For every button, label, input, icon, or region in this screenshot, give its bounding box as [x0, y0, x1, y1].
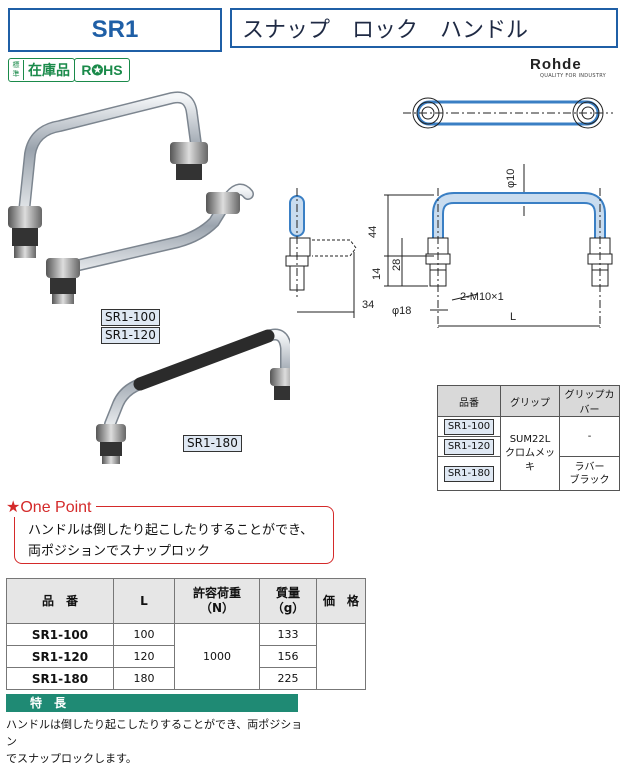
features-text: ハンドルは倒したり起こしたりすることができ、両ポジション でスナップロックします…	[6, 716, 306, 767]
stock-prefix-1: 標	[12, 61, 20, 69]
rohs-badge: R✪HS	[74, 58, 130, 82]
stock-badge: 標 準 在庫品	[8, 58, 75, 82]
spec-grip-finish: クロムメッキ	[505, 447, 555, 473]
photo-label-sr1-100: SR1-100	[101, 309, 160, 326]
col-load-unit: （N）	[199, 601, 235, 615]
one-point-line-2: 両ポジションでスナップロック	[28, 544, 211, 559]
spec-cover-rubber: ラバー ブラック	[559, 456, 620, 491]
one-point-line-1: ハンドルは倒したり起こしたりすることができ、	[28, 523, 314, 538]
photo-label-sr1-120: SR1-120	[101, 327, 160, 344]
row-mass: 133	[259, 623, 317, 646]
row-model: SR1-100	[6, 623, 114, 646]
table-row: SR1-100 100 1000 133	[6, 623, 366, 690]
table-row: SR1-180 180 225	[6, 667, 366, 690]
dim-diameter-top: φ10	[505, 169, 517, 188]
technical-drawing: 34 φ10 44 28 14 2-M10×1 φ18 L	[285, 97, 613, 328]
row-length: 100	[113, 623, 175, 646]
spec-grip-material: SUM22L	[509, 433, 551, 445]
product-table: 品 番 L 許容荷重 （N） 質量 （g） 価 格 SR1-100 100 10…	[6, 578, 366, 690]
col-load: 許容荷重 （N）	[174, 578, 260, 624]
one-point-box	[14, 506, 334, 564]
features-line-2: でスナップロックします。	[6, 752, 137, 765]
photo-label-sr1-180: SR1-180	[183, 435, 242, 452]
row-load: 1000	[174, 623, 260, 690]
spec-cover-rubber-1: ラバー	[574, 461, 605, 473]
dim-thread: 2-M10×1	[460, 291, 504, 303]
col-mass-unit: （g）	[271, 601, 305, 615]
row-model: SR1-180	[6, 667, 114, 690]
one-point-title: ★One Point	[6, 497, 96, 517]
spec-cover-rubber-2: ブラック	[569, 474, 610, 486]
dim-height-44: 44	[367, 226, 379, 238]
dim-side-width: 34	[362, 299, 374, 311]
product-photos	[8, 91, 290, 464]
row-length: 120	[113, 645, 175, 668]
col-model: 品 番	[6, 578, 114, 624]
row-price	[316, 623, 366, 690]
row-length: 180	[113, 667, 175, 690]
spec-model-1: SR1-100	[443, 418, 495, 435]
spec-model-2: SR1-120	[443, 438, 495, 455]
brand-tagline: QUALITY FOR INDUSTRY	[540, 73, 607, 79]
one-point-text: ハンドルは倒したり起こしたりすることができ、 両ポジションでスナップロック	[28, 520, 313, 562]
spec-model-3: SR1-180	[443, 465, 495, 482]
row-mass: 225	[259, 667, 317, 690]
product-title: スナップ ロック ハンドル	[230, 8, 618, 48]
features-header: 特 長	[6, 694, 298, 712]
product-code: SR1	[8, 8, 222, 52]
dim-length: L	[510, 311, 516, 323]
grip-spec-table: 品番 グリップ グリップカバー SR1-100 SUM22L クロムメッキ - …	[437, 385, 620, 491]
spec-header-model: 品番	[437, 385, 501, 417]
col-mass-label: 質量	[275, 586, 300, 600]
col-price: 価 格	[316, 578, 366, 624]
dim-diameter-18: φ18	[392, 305, 411, 317]
stock-prefix-2: 準	[12, 70, 20, 78]
stock-label: 在庫品	[28, 63, 70, 79]
spec-cover-none: -	[559, 416, 620, 457]
features-line-1: ハンドルは倒したり起こしたりすることができ、両ポジション	[6, 718, 303, 748]
col-load-label: 許容荷重	[192, 586, 241, 600]
dim-height-28: 28	[391, 259, 403, 271]
dim-height-14: 14	[371, 268, 383, 280]
spec-grip: SUM22L クロムメッキ	[500, 416, 560, 491]
row-model: SR1-120	[6, 645, 114, 668]
col-length: L	[113, 578, 175, 624]
spec-header-cover: グリップカバー	[559, 385, 620, 417]
spec-header-grip: グリップ	[500, 385, 560, 417]
row-mass: 156	[259, 645, 317, 668]
col-mass: 質量 （g）	[259, 578, 317, 624]
brand-logo: Rohde	[530, 56, 582, 73]
